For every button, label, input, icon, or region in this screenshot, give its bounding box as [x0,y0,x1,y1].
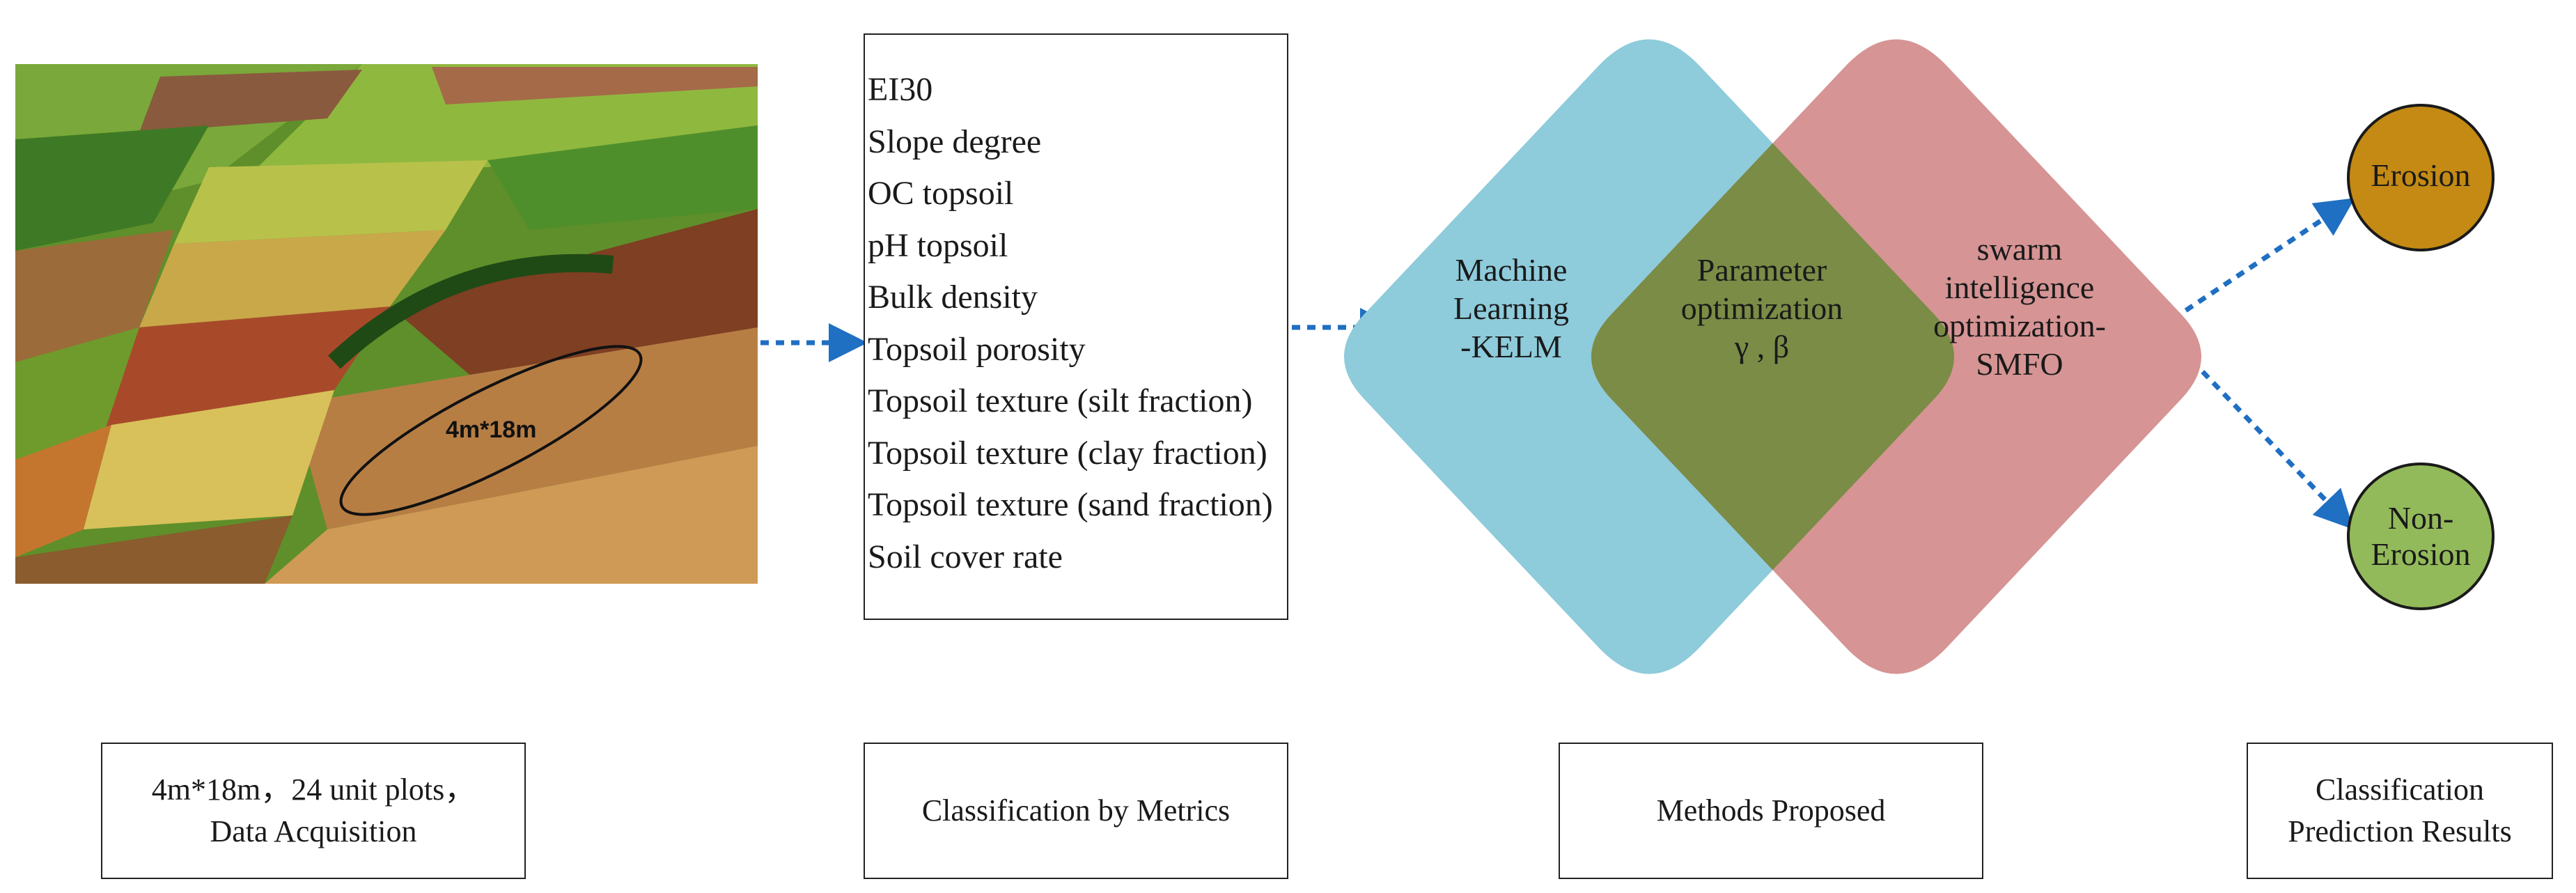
metric-item: pH topsoil [868,226,1008,264]
metric-item: Topsoil texture (sand fraction) [868,486,1273,523]
non-erosion-label: Non- Erosion [2371,500,2471,572]
caption-text: Methods Proposed [1656,793,1886,828]
caption-methods-proposed: Methods Proposed [1559,743,1983,879]
caption-data-acquisition: 4m*18m，24 unit plots， Data Acquisition [101,743,526,879]
metric-item: EI30 [868,71,933,108]
arrow-to-erosion [2159,198,2355,329]
swarm-intelligence-label: swarm intelligence optimization- SMFO [1933,231,2106,382]
metrics-panel: EI30 Slope degree OC topsoil pH topsoil … [864,33,1288,620]
metrics-list: EI30 Slope degree OC topsoil pH topsoil … [865,64,1287,583]
caption-text: Classification Prediction Results [2288,772,2512,848]
metric-item: Topsoil texture (clay fraction) [868,434,1267,472]
parameter-optimization-overlap-shape [1591,39,1954,674]
aerial-farmland-photo [15,64,758,584]
non-erosion-result-circle [2347,463,2495,610]
plot-size-label: 4m*18m [446,417,537,443]
caption-classification-metrics: Classification by Metrics [864,743,1288,879]
machine-learning-label: Machine Learning -KELM [1453,252,1570,364]
metric-item: OC topsoil [868,175,1014,212]
caption-text: Classification by Metrics [921,793,1231,828]
parameter-optimization-label: Parameter optimization γ , β [1680,252,1843,364]
caption-prediction-results: Classification Prediction Results [2247,743,2553,879]
metric-item: Topsoil porosity [868,330,1086,368]
erosion-label: Erosion [2371,157,2471,193]
caption-text: 4m*18m，24 unit plots， Data Acquisition [151,772,476,848]
metric-item: Soil cover rate [868,538,1063,575]
metric-item: Slope degree [868,123,1042,160]
metric-item: Bulk density [868,279,1038,316]
metric-item: Topsoil texture (silt fraction) [868,382,1253,419]
erosion-result-circle [2347,104,2495,251]
